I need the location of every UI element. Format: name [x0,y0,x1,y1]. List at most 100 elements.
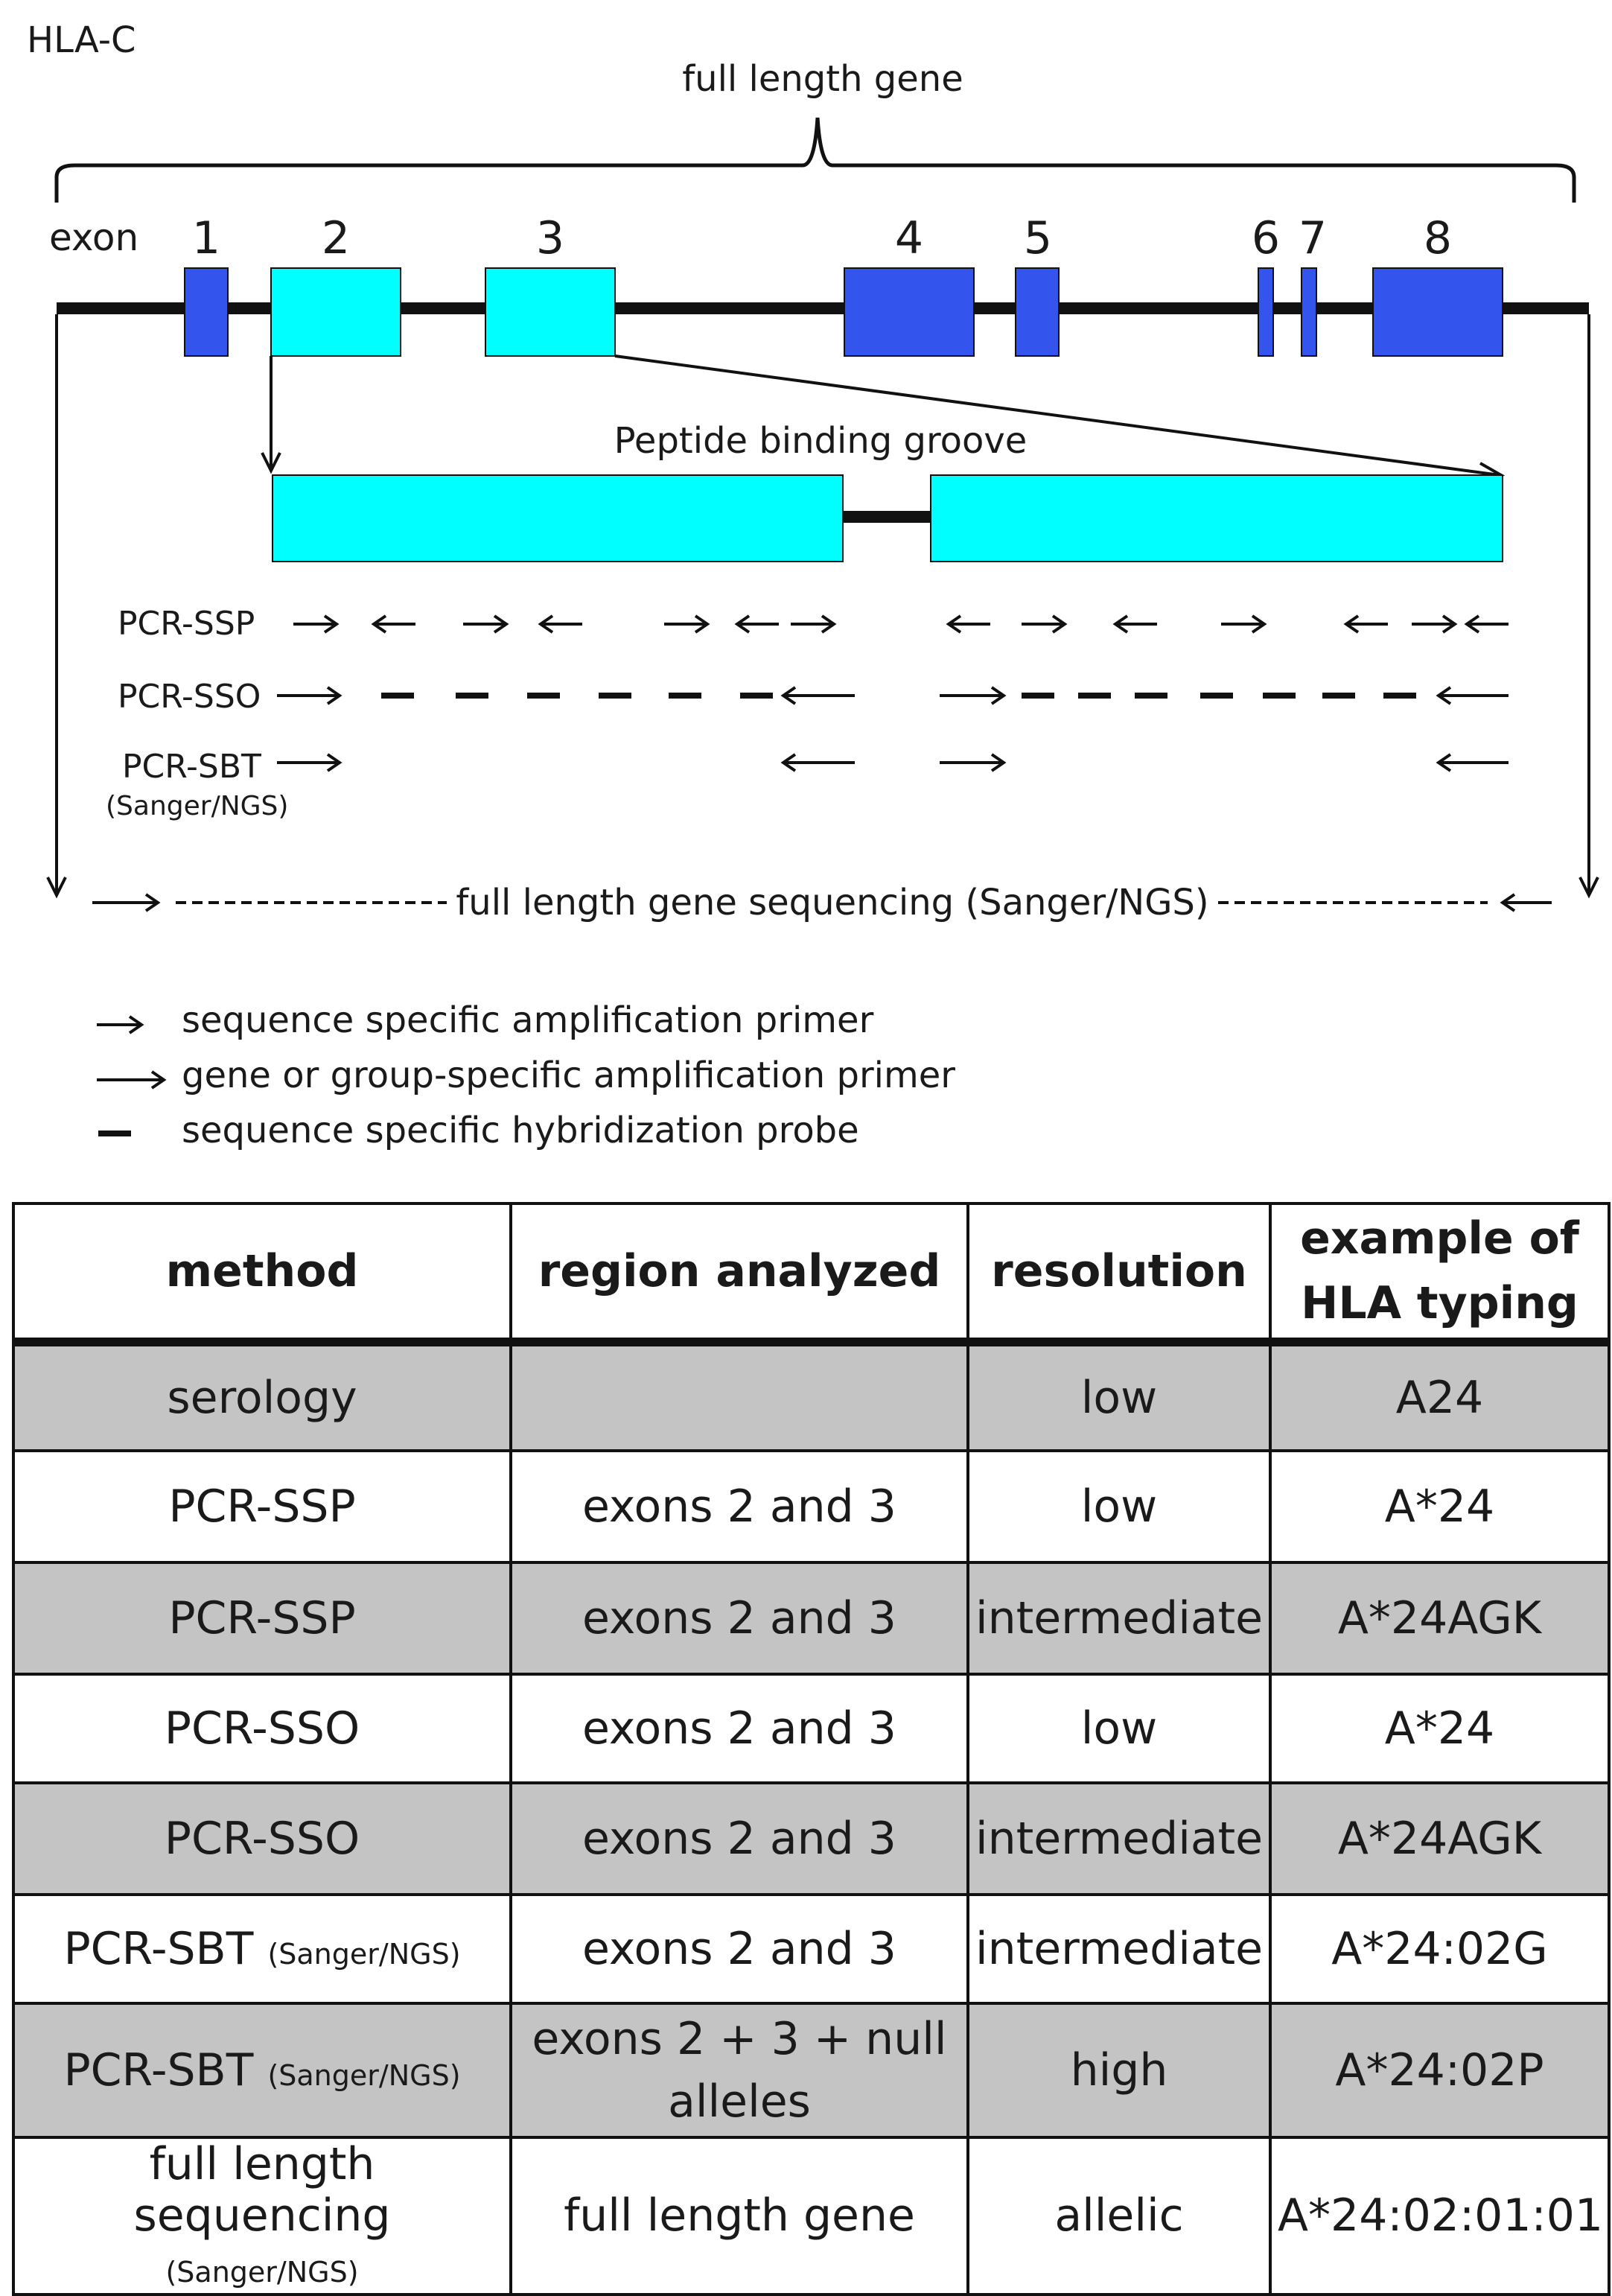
full-seq-label: full length gene sequencing (Sanger/NGS) [456,882,1208,923]
cell-region: exons 2 + 3 + null alleles [509,2002,969,2139]
exon-8-box [1372,267,1503,357]
exon-6-number: 6 [1252,212,1280,264]
cell-example: A*24AGK [1269,1781,1611,1896]
cell-method: PCR-SBT (Sanger/NGS) [12,2002,512,2139]
cell-region: exons 2 and 3 [509,1449,969,1564]
ssp-primer-arrow-4 [664,614,710,634]
cell-method-sub: (Sanger/NGS) [165,2256,359,2289]
exon-5-number: 5 [1024,212,1052,264]
exon-1-number: 1 [192,212,220,264]
ssp-primer-arrow-12 [1412,614,1458,634]
ssp-primer-arrow-7 [946,614,990,634]
sso-group-primer-left [277,686,343,705]
legend: sequence specific amplification primer g… [182,999,955,1151]
sso-group-primer-reverse-2 [1436,686,1509,705]
cell-method-sub: (Sanger/NGS) [267,2058,461,2092]
table-row: PCR-SBT (Sanger/NGS)exons 2 + 3 + null a… [12,2002,1611,2139]
expand-arrow-exon3 [614,354,1500,477]
exon-8-number: 8 [1424,212,1452,264]
cell-example: A*24:02P [1269,2002,1611,2139]
cell-method-text: PCR-SSP [168,1480,356,1533]
full-seq-primer-reverse [1500,893,1552,912]
method-sbt-sub: (Sanger/NGS) [106,791,288,821]
ssp-primer-arrow-5-head [734,614,751,634]
legend-text-2: sequence specific hybridization probe [182,1110,859,1151]
sbt-primer-forward-1-head [326,753,343,772]
cell-method-text: full length sequencing [133,2138,391,2242]
exon-1-box [184,267,229,357]
sso-group-primer-forward-2 [940,686,1007,705]
ssp-primer-arrow-0-head [323,614,340,634]
cell-region: exons 2 and 3 [509,1673,969,1784]
expand-arrowhead-exon2 [261,452,281,474]
sso-group-primer-forward-2-head [990,686,1007,705]
groove-label: Peptide binding groove [614,420,1028,462]
ssp-primer-arrow-6-head [821,614,837,634]
ssp-primer-arrow-12-head [1441,614,1458,634]
ssp-primer-arrow-5 [734,614,779,634]
cell-method: PCR-SSO [12,1673,512,1784]
gene-diagram: HLA-C full length gene exon 1 2 3 4 5 6 … [27,19,1599,1151]
full-length-gene-title: full length gene [682,58,963,100]
cell-resolution: low [966,1341,1272,1452]
ssp-primer-arrow-0 [293,614,340,634]
ssp-primer-arrow-3 [538,614,582,634]
header-method: method [12,1202,512,1346]
cell-region: exons 2 and 3 [509,1781,969,1896]
sbt-primer-reverse-1 [780,753,855,772]
cell-method-text: PCR-SSO [164,1702,360,1755]
ssp-primer-arrow-7-head [946,614,962,634]
exon-2-number: 2 [322,212,350,264]
full-seq-primer-reverse-head [1500,893,1516,912]
ssp-primer-arrow-10-head [1251,614,1267,634]
legend-symbol-long-arrow [97,1070,167,1090]
cell-example: A*24 [1269,1673,1611,1784]
sbt-primer-forward-2 [940,753,1007,772]
cell-example: A*24:02G [1269,1893,1611,2005]
full-seq-primer-forward [92,893,161,912]
ssp-primer-arrow-8 [1022,614,1068,634]
sbt-primer-forward-1 [277,753,343,772]
header-resolution: resolution [966,1202,1272,1346]
legend-symbol-short-arrow [97,1015,144,1034]
exon-4-number: 4 [895,212,923,264]
exon-4-box [844,267,975,357]
ssp-primer-arrow-9 [1112,614,1157,634]
exon-7-number: 7 [1299,212,1327,264]
cell-region: exons 2 and 3 [509,1561,969,1676]
cell-method-text: serology [167,1371,357,1424]
cell-resolution: low [966,1673,1272,1784]
sso-group-primer-reverse-1 [780,686,855,705]
cell-example: A24 [1269,1341,1611,1452]
primer-symbols [92,614,1552,1136]
exon-2-box [270,267,401,357]
ssp-primer-arrow-3-head [538,614,554,634]
sbt-primer-reverse-2 [1436,753,1509,772]
ssp-primer-arrow-8-head [1051,614,1068,634]
cell-method-sub: (Sanger/NGS) [267,1937,461,1971]
cell-region: full length gene [509,2136,969,2296]
cell-resolution: low [966,1449,1272,1564]
cell-method-text: PCR-SBT [63,2044,254,2096]
cell-resolution: intermediate [966,1561,1272,1676]
hla-typing-table: method region analyzed resolution exampl… [12,1202,1611,2296]
cell-method-text: PCR-SSO [164,1812,360,1865]
cell-resolution: high [966,2002,1272,2139]
ssp-primer-arrow-6 [791,614,837,634]
ssp-primer-arrow-9-head [1112,614,1129,634]
sbt-primer-forward-2-head [990,753,1007,772]
legend-text-0: sequence specific amplification primer [182,999,874,1041]
cell-method: full length sequencing (Sanger/NGS) [12,2136,512,2296]
ssp-primer-arrow-1-head [371,614,387,634]
method-sbt-label: PCR-SBT [122,748,261,786]
exon-label: exon [49,216,138,259]
cell-example: A*24:02:01:01 [1269,2136,1611,2296]
gene-brace [54,117,1576,203]
full-seq-primer-forward-head [144,893,161,912]
ssp-primer-arrow-11-head [1343,614,1360,634]
exon-3-number: 3 [536,212,564,264]
header-region: region analyzed [509,1202,969,1346]
